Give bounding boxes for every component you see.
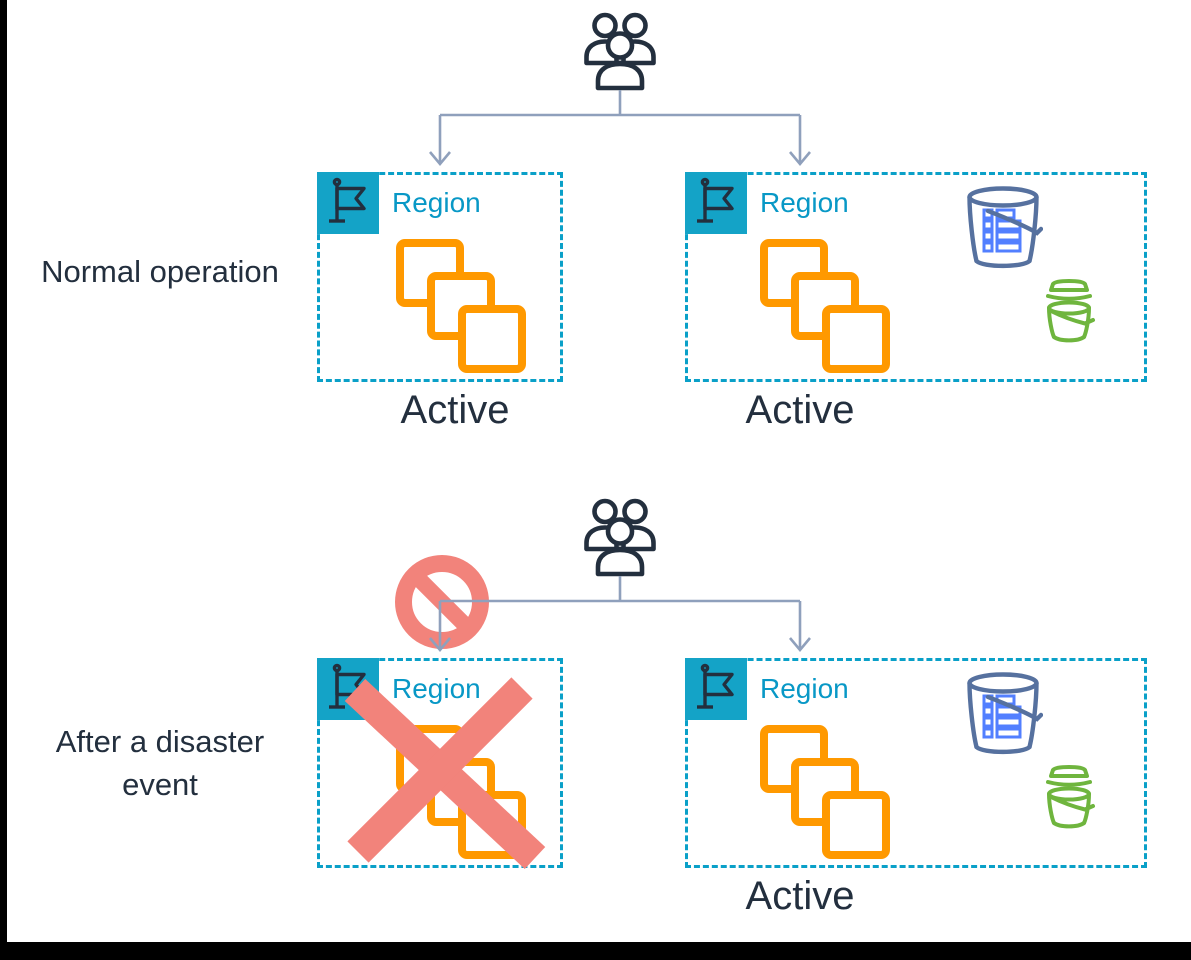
region-label: Region bbox=[392, 673, 481, 704]
section-label: After a disaster event bbox=[55, 724, 265, 803]
region-label: Region bbox=[760, 187, 849, 218]
region-box: Region bbox=[317, 172, 563, 382]
compute-stack-icon bbox=[760, 725, 894, 863]
region-box: Region bbox=[685, 172, 1147, 382]
users-group-icon bbox=[582, 12, 658, 92]
compute-square bbox=[458, 305, 526, 373]
users-group-icon bbox=[582, 498, 658, 578]
region-flag-icon bbox=[685, 172, 747, 234]
region-status-label: Active bbox=[400, 388, 510, 432]
failure-x-icon bbox=[344, 677, 546, 869]
region-status-label: Active bbox=[745, 874, 855, 918]
s3-bucket-icon bbox=[1040, 763, 1098, 833]
s3-bucket-with-objects-icon bbox=[963, 671, 1044, 759]
region-label: Region bbox=[760, 673, 849, 704]
s3-bucket-icon bbox=[1040, 277, 1098, 347]
compute-stack-icon bbox=[760, 239, 894, 377]
region-flag-icon bbox=[317, 172, 379, 234]
compute-square bbox=[822, 791, 890, 859]
screen-edge-bottom-bar bbox=[0, 942, 1191, 960]
compute-square bbox=[822, 305, 890, 373]
compute-stack-icon bbox=[396, 239, 530, 377]
region-status-label: Active bbox=[745, 388, 855, 432]
region-label: Region bbox=[392, 187, 481, 218]
down-arrow-connector bbox=[429, 576, 811, 653]
down-arrow-connector bbox=[429, 90, 811, 167]
region-flag-icon bbox=[685, 658, 747, 720]
screen-edge-left-bar bbox=[0, 0, 7, 960]
region-box: Region bbox=[685, 658, 1147, 868]
s3-bucket-with-objects-icon bbox=[963, 185, 1044, 273]
section-label: Normal operation bbox=[41, 254, 279, 289]
